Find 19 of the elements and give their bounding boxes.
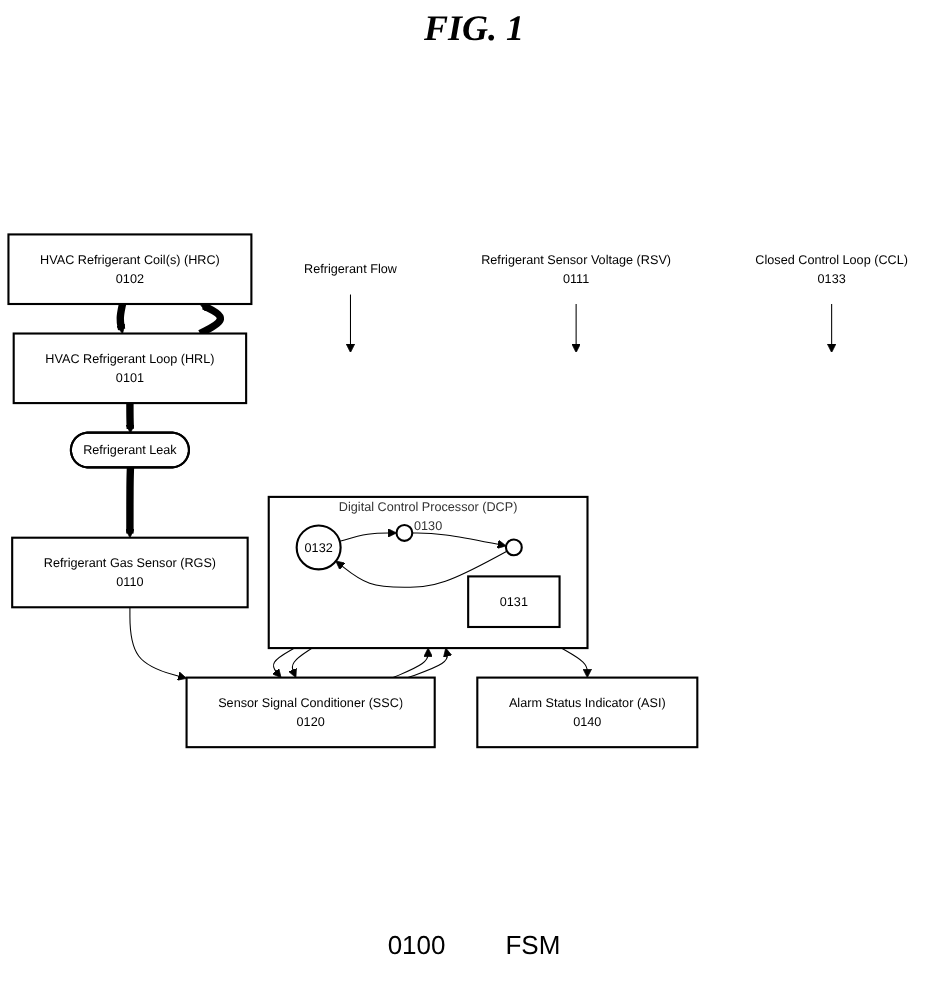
arrow xyxy=(411,531,507,548)
node-circle xyxy=(504,537,523,556)
reference-label: 0100 xyxy=(387,930,446,960)
arrow xyxy=(288,646,313,678)
arrow xyxy=(827,302,837,353)
arrow xyxy=(116,301,127,334)
arrow xyxy=(198,301,225,336)
arrow xyxy=(125,465,135,538)
arrow xyxy=(335,549,508,587)
arrow xyxy=(345,293,356,353)
figure-title: FIG. 1 xyxy=(421,8,526,50)
arrow xyxy=(571,302,581,353)
arrow xyxy=(271,646,296,678)
reference-label: FSM xyxy=(505,930,561,960)
node-circle xyxy=(395,523,414,542)
arrow xyxy=(339,527,397,541)
arrow xyxy=(129,605,187,680)
arrow xyxy=(560,646,592,678)
arrow xyxy=(125,401,135,433)
